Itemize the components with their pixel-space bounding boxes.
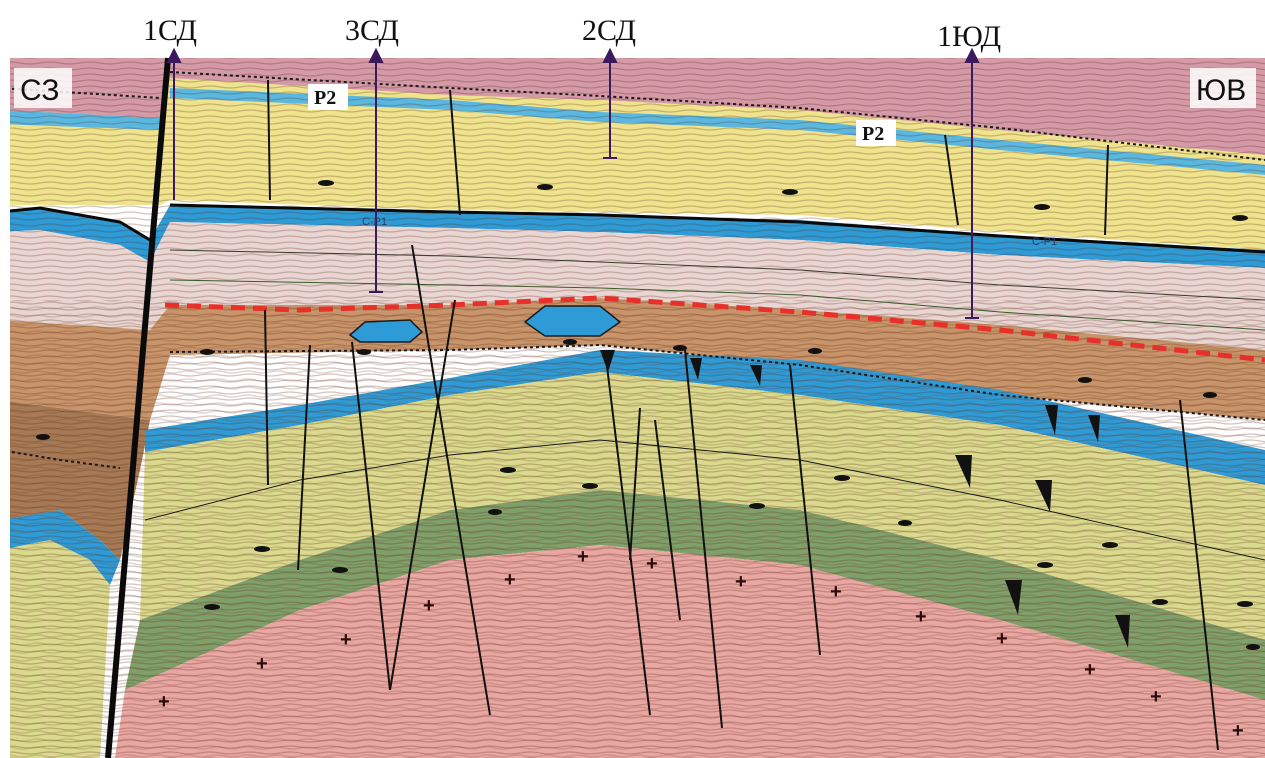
well-label-2sd: 2СД [582,14,636,47]
fossil-mark [537,184,553,190]
fossil-mark [1203,392,1217,398]
cp1-label-right: C-P1 [1032,236,1057,248]
basement-plus: + [158,691,170,713]
blue-lens-center [525,306,620,336]
fossil-mark [808,348,822,354]
well-label-1yud: 1ЮД [937,20,1001,53]
fossil-mark [1037,562,1053,568]
fossil-mark [834,475,850,481]
fossil-mark [898,520,912,526]
basement-plus: + [830,581,842,603]
side-label-right: ЮВ [1196,74,1246,107]
basement-plus: + [1084,659,1096,681]
fossil-mark [332,567,348,573]
basement-plus: + [577,546,589,568]
fossil-mark [500,467,516,473]
fossil-mark [1232,215,1248,221]
fossil-mark [254,546,270,552]
layers-group: + + + + + + + + + + + + + + [0,58,1265,758]
fossil-mark [1102,542,1118,548]
cp1-label-left: C-P1 [362,216,387,228]
fossil-mark [200,349,214,355]
fossil-mark [749,503,765,509]
fossil-mark [1246,644,1260,650]
fossil-mark [1152,599,1168,605]
basement-plus: + [1150,686,1162,708]
basement-plus: + [915,606,927,628]
basement-plus: + [256,653,268,675]
side-label-left: СЗ [20,74,59,107]
fossil-mark [488,509,502,515]
fossil-mark [582,483,598,489]
fossil-mark [36,434,50,440]
basement-plus: + [735,571,747,593]
fossil-mark [318,180,334,186]
fossil-mark [782,189,798,195]
fossil-mark [204,604,220,610]
fossil-mark [673,345,687,351]
fossil-mark [1078,377,1092,383]
p2-label-right: P2 [862,123,884,145]
well-label-3sd: 3СД [345,14,399,47]
basement-plus: + [504,569,516,591]
well-label-1sd: 1СД [143,14,197,47]
basement-plus: + [1232,720,1244,742]
fossil-mark [357,349,371,355]
basement-plus: + [340,629,352,651]
basement-plus: + [996,628,1008,650]
basement-plus: + [423,595,435,617]
fossil-mark [1034,204,1050,210]
p2-label-left: P2 [314,87,336,109]
fossil-mark [1237,601,1253,607]
basement-plus: + [646,553,658,575]
fossil-mark [563,339,577,345]
